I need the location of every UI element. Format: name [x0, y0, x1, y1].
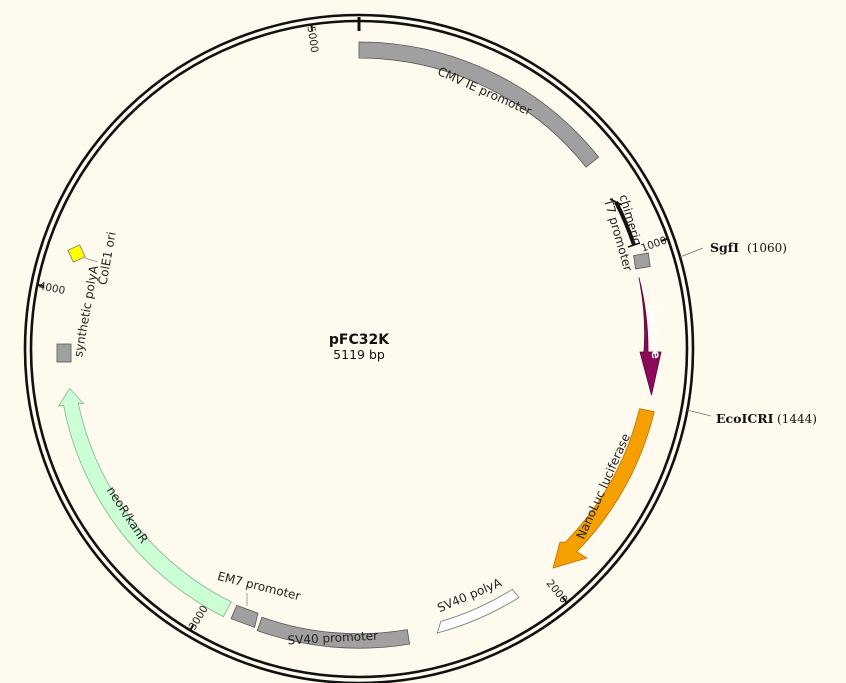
ecoicri-leader: [686, 409, 712, 417]
sgfi-position: (1060): [747, 241, 787, 255]
plasmid-size: 5119 bp: [333, 347, 385, 362]
ecoicri-site[interactable]: EcoICRI (1444): [716, 411, 817, 426]
barnase-label: barnase: [645, 304, 664, 360]
em7-promoter-label: EM7 promoter: [216, 569, 302, 603]
cmv-ie-promoter-feature[interactable]: [358, 41, 600, 168]
tick-mark: [37, 283, 45, 288]
backbone-outer: [23, 13, 695, 683]
cole1-ori-label: ColE1 ori: [96, 231, 119, 286]
tick-label: 4000: [38, 280, 67, 297]
tick-label: 5000: [305, 25, 321, 53]
synthetic-polya-feature[interactable]: [56, 343, 72, 363]
t7-promoter-feature[interactable]: [633, 252, 651, 270]
ecoicri-position: (1444): [777, 412, 817, 426]
neor-kanr-feature[interactable]: [57, 387, 232, 618]
cole1-ori-feature[interactable]: [67, 244, 86, 263]
sgfi-leader: [679, 247, 704, 258]
tick-mark: [189, 623, 195, 631]
barnase-feature[interactable]: [638, 277, 662, 396]
sgfi-site[interactable]: SgfI (1060): [710, 240, 787, 255]
tick-mark: [561, 596, 568, 604]
ecoicri-name: EcoICRI: [716, 411, 774, 426]
feature-group: [56, 41, 662, 649]
sv40-promoter-label: SV40 promoter: [287, 629, 378, 648]
sv40-polya-feature[interactable]: [436, 588, 520, 634]
plasmid-name: pFC32K: [329, 332, 390, 348]
tick-mark: [660, 237, 669, 242]
tick-label: 1000: [639, 234, 668, 254]
sgfi-name: SgfI: [710, 240, 739, 255]
tick-mark: [310, 24, 314, 32]
em7-promoter-feature[interactable]: [230, 604, 259, 628]
sv40-promoter-feature[interactable]: [256, 616, 410, 649]
nanoluc-luciferase-feature[interactable]: [552, 408, 655, 569]
